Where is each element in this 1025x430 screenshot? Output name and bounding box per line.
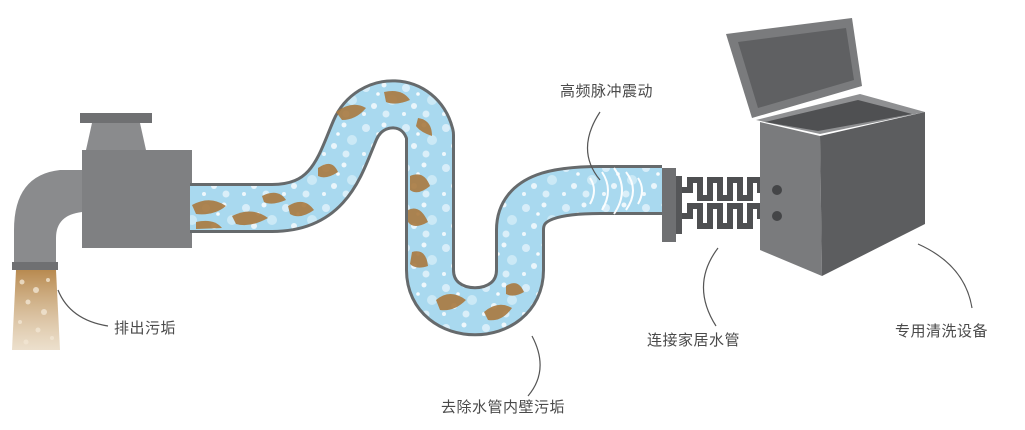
connector-flange xyxy=(662,168,682,242)
leader-equipment xyxy=(917,243,973,309)
cleaning-machine-icon xyxy=(726,18,925,276)
leader-remove-scale xyxy=(527,335,541,397)
connection-hoses xyxy=(682,177,775,229)
label-discharge: 排出污垢 xyxy=(114,319,177,337)
label-remove-scale: 去除水管内壁污垢 xyxy=(441,398,566,416)
label-equipment: 专用清洗设备 xyxy=(895,322,989,340)
water-pipe xyxy=(190,79,662,337)
faucet-icon xyxy=(12,113,192,270)
label-connect: 连接家居水管 xyxy=(647,331,741,349)
leader-discharge xyxy=(57,289,109,327)
leader-pulse xyxy=(587,111,601,181)
label-pulse: 高频脉冲震动 xyxy=(560,82,654,100)
pulse-wave-icon xyxy=(589,167,643,215)
leader-connect xyxy=(702,247,719,327)
discharged-dirt xyxy=(12,270,60,350)
leader-lines xyxy=(57,111,973,397)
pipe-sludge xyxy=(192,91,524,321)
